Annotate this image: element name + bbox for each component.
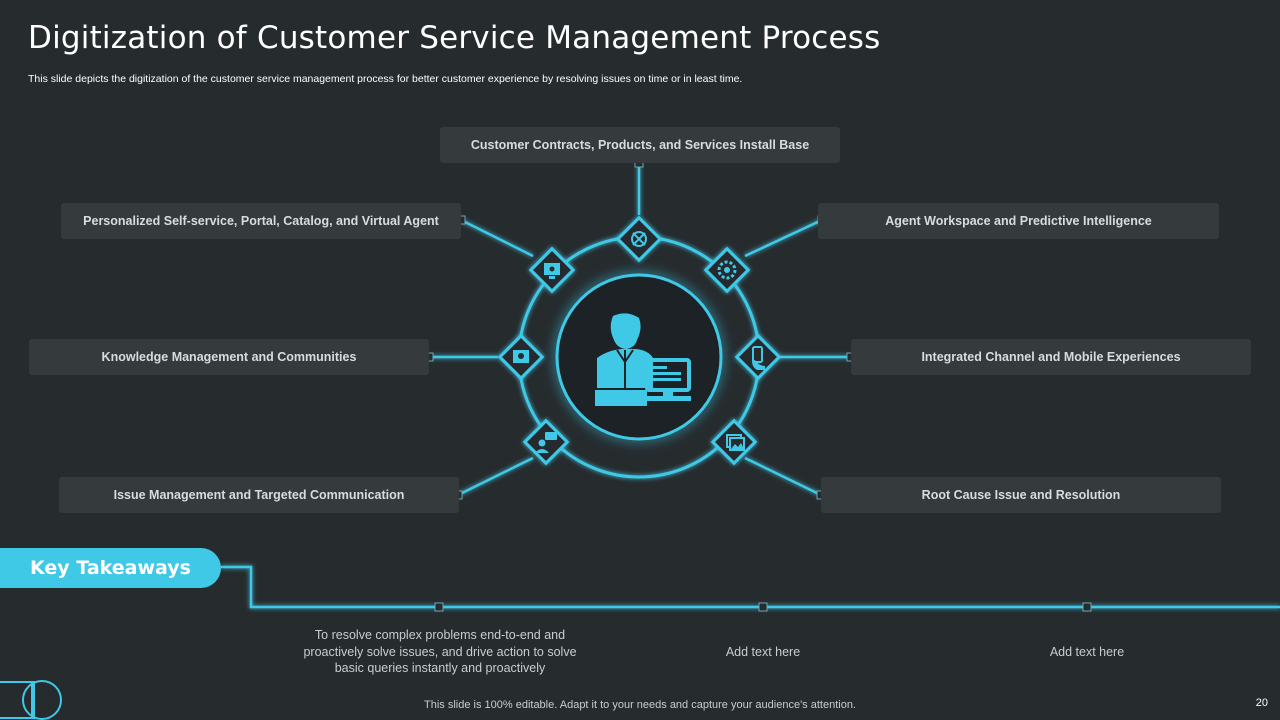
knowledge-gear-icon xyxy=(497,333,545,381)
takeaway-item: To resolve complex problems end-to-end a… xyxy=(303,628,577,675)
chat-person-icon xyxy=(522,418,570,466)
process-item-left-lower: Issue Management and Targeted Communicat… xyxy=(59,477,459,513)
process-item-label: Integrated Channel and Mobile Experience… xyxy=(921,350,1181,364)
process-item-label: Root Cause Issue and Resolution xyxy=(921,488,1121,502)
customer-service-agent-icon xyxy=(595,313,691,406)
portal-screen-icon xyxy=(528,246,576,294)
takeaway-item: Add text here xyxy=(1049,645,1125,659)
logo-icon xyxy=(0,680,62,720)
process-item-right-lower: Root Cause Issue and Resolution xyxy=(821,477,1221,513)
process-item-right-middle: Integrated Channel and Mobile Experience… xyxy=(851,339,1251,375)
footer-note: This slide is 100% editable. Adapt it to… xyxy=(424,699,856,711)
takeaway-item: Add text here xyxy=(725,645,801,659)
process-item-right-upper: Agent Workspace and Predictive Intellige… xyxy=(818,203,1219,239)
gear-network-icon xyxy=(703,246,751,294)
image-gallery-icon xyxy=(710,418,758,466)
mobile-hand-icon xyxy=(734,333,782,381)
process-item-left-upper: Personalized Self-service, Portal, Catal… xyxy=(61,203,461,239)
settings-tools-icon xyxy=(615,215,663,263)
process-item-label: Knowledge Management and Communities xyxy=(101,350,357,364)
process-item-label: Agent Workspace and Predictive Intellige… xyxy=(885,214,1152,228)
process-item-label: Customer Contracts, Products, and Servic… xyxy=(470,138,810,152)
page-number: 20 xyxy=(1255,697,1268,709)
page-title: Digitization of Customer Service Managem… xyxy=(28,20,881,56)
key-takeaways-label: Key Takeaways xyxy=(0,548,221,588)
process-item-label: Personalized Self-service, Portal, Catal… xyxy=(83,214,439,228)
process-item-left-middle: Knowledge Management and Communities xyxy=(29,339,429,375)
process-item-label: Issue Management and Targeted Communicat… xyxy=(113,488,405,502)
page-subtitle: This slide depicts the digitization of t… xyxy=(28,73,743,85)
process-item-top: Customer Contracts, Products, and Servic… xyxy=(440,127,840,163)
